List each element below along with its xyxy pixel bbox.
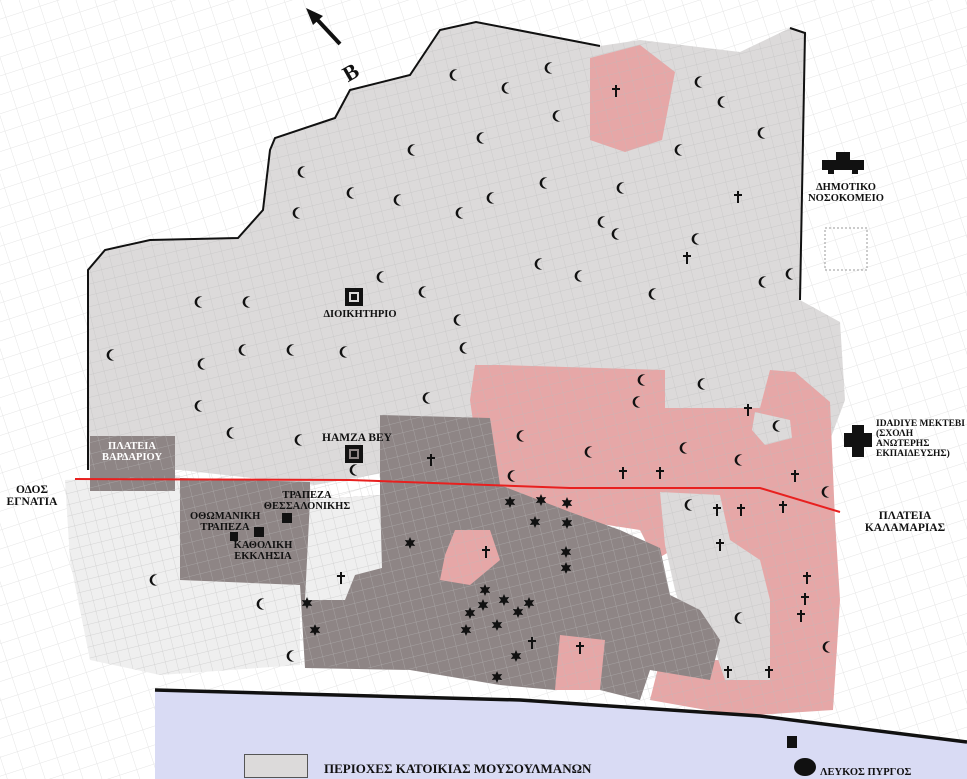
sea-area [155,690,967,779]
label-odos-egnatia: ΟΔΟΣ ΕΓΝΑΤΙΑ [6,484,58,509]
label-lefkos-pyrgos: ΛΕΥΚΟΣ ΠΥΡΓΟΣ [820,767,912,778]
tower-gate-marker [787,736,797,748]
legend-swatch-muslim [244,754,308,778]
city-wall-east [789,27,807,301]
idadiye-marker [844,425,872,457]
label-plateia-kalamarias: ΠΛΑΤΕΙΑ ΚΑΛΑΜΑΡΙΑΣ [864,510,946,535]
legend-label-muslim: ΠΕΡΙΟΧΕΣ ΚΑΤΟΙΚΙΑΣ ΜΟΥΣΟΥΛΜΑΝΩΝ [324,761,592,776]
label-othomaniki-trapeza: ΟΘΩΜΑΝΙΚΗ ΤΡΑΠΕΖΑ [190,511,261,534]
trapeza-thessalonikis-marker [282,513,292,523]
city-wall-north [87,20,601,470]
north-arrow-icon [306,8,342,46]
map-legend: ΠΕΡΙΟΧΕΣ ΚΑΤΟΙΚΙΑΣ ΜΟΥΣΟΥΛΜΑΝΩΝ [244,752,684,779]
label-plateia-vardariou: ΠΛΑΤΕΙΑ ΒΑΡΔΑΡΙΟΥ [101,441,163,464]
hospital-grounds [824,227,868,271]
hamza-bey-marker [345,445,363,463]
katholiki-ekklisia-marker [254,527,264,537]
label-hamza-bey: ΗΑΜΖΑ ΒΕΥ [322,432,392,444]
label-katholiki-ekklisia: ΚΑΘΟΛΙΚΗ ΕΚΚΛΗΣΙΑ [233,540,293,563]
egnatia-road-line [74,478,841,513]
dioikitirio-marker [345,288,363,306]
label-dimotiko-nosokomeio: ΔΗΜΟΤΙΚΟ ΝΟΣΟΚΟΜΕΙΟ [808,182,884,205]
label-idadiye-mektebi: IDADIYE ΜΕΚΤΕΒΙ (ΣΧΟΛΗ ΑΝΩΤΕΡΗΣ ΕΚΠΑΙΔΕΥ… [876,419,965,459]
lefkos-pyrgos-marker [794,758,816,776]
label-trapeza-thessalonikis: ΤΡΑΠΕΖΑ ΘΕΣΣΑΛΟΝΙΚΗΣ [263,490,351,513]
hospital-marker [822,152,864,174]
coastal-wall [154,688,967,744]
label-dioikitirio: ΔΙΟΙΚΗΤΗΡΙΟ [323,309,397,320]
street-grid-city [65,22,845,716]
othomaniki-trapeza-marker [230,532,238,541]
